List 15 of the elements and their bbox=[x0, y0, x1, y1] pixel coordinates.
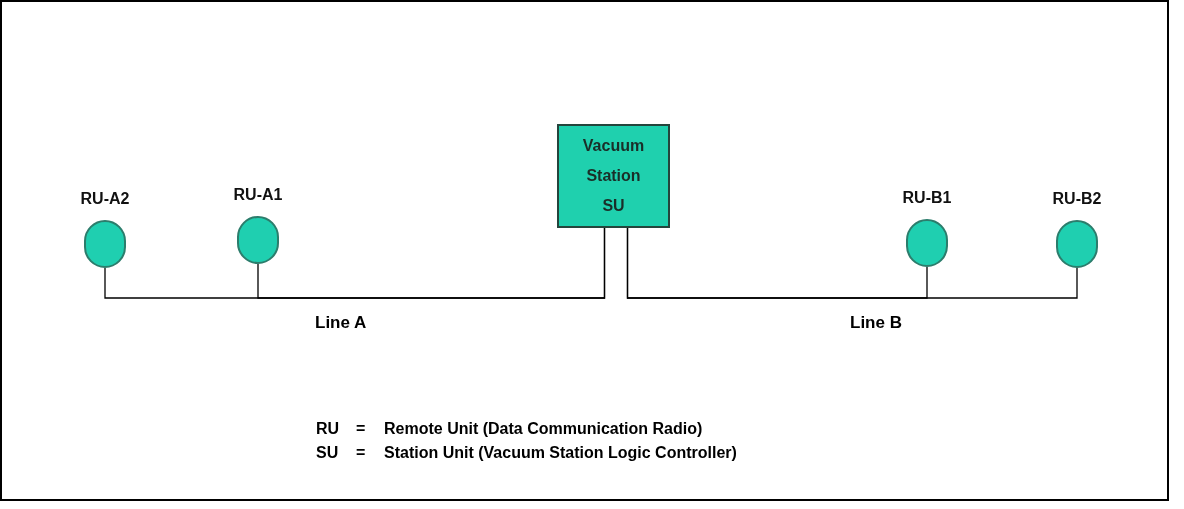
equals-sign: = bbox=[356, 443, 367, 463]
node-label: RU-B2 bbox=[1052, 189, 1102, 209]
abbreviation: RU bbox=[316, 419, 341, 439]
connector-line bbox=[257, 227, 606, 299]
edge-label: Line B bbox=[850, 312, 902, 334]
equals-sign: = bbox=[356, 419, 367, 439]
edge-label: Line A bbox=[315, 312, 367, 334]
node-label: RU-B1 bbox=[902, 188, 952, 208]
node-label: RU-A1 bbox=[233, 185, 283, 205]
definition-text: Remote Unit (Data Communication Radio) bbox=[384, 419, 704, 439]
definition-text: Station Unit (Vacuum Station Logic Controller) bbox=[384, 443, 737, 463]
connector-line bbox=[626, 227, 1078, 299]
abbreviation: SU bbox=[316, 443, 340, 463]
station-box: Vacuum Station SU bbox=[557, 124, 670, 228]
node-label: RU-A2 bbox=[80, 189, 130, 209]
